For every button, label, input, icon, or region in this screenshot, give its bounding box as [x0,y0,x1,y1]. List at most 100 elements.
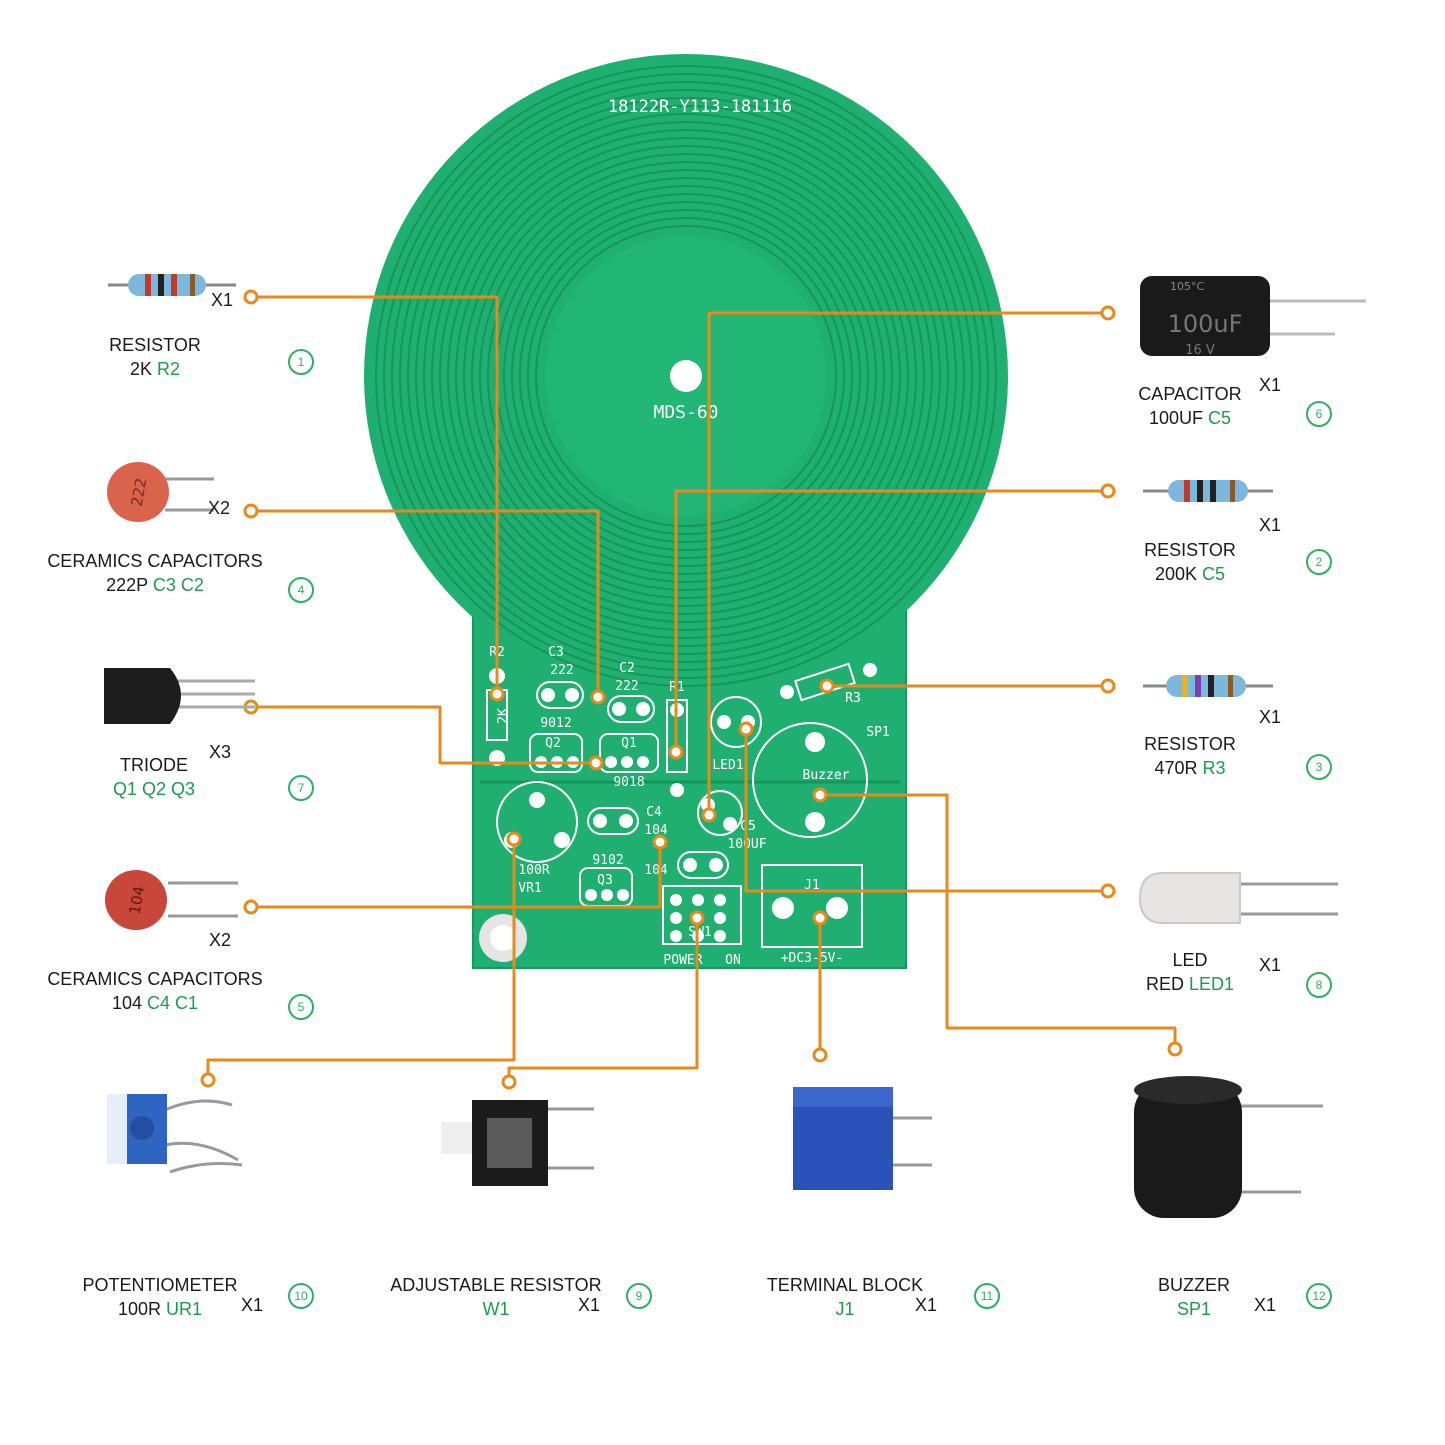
svg-text:C4: C4 [646,805,662,820]
coil-trace-ring [399,89,973,663]
qty-ceramic-222p: X2 [208,498,231,518]
leader-resistor-200k [674,489,1108,752]
svg-text:16 V: 16 V [1185,343,1215,358]
coil-trace-ring [479,169,893,583]
index-badge-11: 11 [974,1283,1000,1309]
part-label-potentiometer: POTENTIOMETER 100R UR1 [82,1275,238,1319]
svg-text:222: 222 [550,663,573,678]
qty-terminal-block: X1 [915,1295,938,1315]
svg-text:9102: 9102 [592,853,623,868]
pcb-board: 18122R-Y113-181116 MDS-60 [364,54,1008,969]
coil-trace-ring [487,177,885,575]
part-label-triode: TRIODE Q1 Q2 Q3 [112,755,196,799]
triode-icon [104,668,255,724]
qty-resistor-2k: X1 [211,290,234,310]
leader-capacitor-100uf [707,311,1108,815]
coil-trace-ring [439,129,933,623]
resistor-470r-icon [1143,675,1273,697]
leader-triode [251,705,596,765]
coil-trace-ring [535,225,837,527]
qty-led-red: X1 [1259,955,1282,975]
resistor-200k-icon [1143,480,1273,502]
svg-text:Q1: Q1 [621,736,637,751]
svg-text:POWER: POWER [663,953,702,968]
board-header-text: 18122R-Y113-181116 [608,97,792,117]
svg-text:104: 104 [126,885,149,916]
svg-text:100R: 100R [518,863,549,878]
index-badge-8: 8 [1306,972,1332,998]
svg-text:C3: C3 [548,645,564,660]
part-label-resistor-470r: RESISTOR 470R R3 [1144,734,1236,778]
svg-text:9012: 9012 [540,716,571,731]
index-badge-5: 5 [288,994,314,1020]
mount-hole-ring [479,914,527,962]
coil-trace-ring [431,121,941,631]
qty-buzzer: X1 [1254,1295,1277,1315]
coil-trace-ring [463,153,909,599]
leader-lines [206,295,1177,1082]
coil-trace-ring [423,113,949,639]
index-badge-4: 4 [288,577,314,603]
part-label-ceramic-222p: CERAMICS CAPACITORS 222P C3 C2 [47,551,263,595]
coil-trace-ring [455,145,917,607]
svg-text:Q3: Q3 [597,873,613,888]
potentiometer-icon [107,1094,243,1174]
qty-triode: X3 [209,742,232,762]
svg-text:VR1: VR1 [518,881,541,896]
svg-text:105°C: 105°C [1170,280,1204,293]
led-red-icon [1138,872,1338,924]
svg-text:R3: R3 [845,691,861,706]
coil-trace-ring [391,81,981,671]
qty-potentiometer: X1 [241,1295,264,1315]
coil-trace-ring [519,209,853,543]
svg-text:104: 104 [644,823,668,838]
coil-trace-ring [511,201,861,551]
coil-trace-ring [383,73,989,679]
svg-text:LED1: LED1 [712,758,743,773]
resistor-2k-icon [108,274,236,296]
svg-text:+DC3-5V-: +DC3-5V- [781,951,844,966]
leader-ceramic-222p [251,509,600,697]
part-label-buzzer: BUZZER SP1 [1158,1275,1230,1319]
coil-trace-ring [527,217,845,535]
svg-text:222: 222 [615,679,638,694]
part-label-ceramic-104: CERAMICS CAPACITORS 104 C4 C1 [47,969,263,1013]
leader-ceramic-104 [251,842,662,909]
leader-potentiometer [206,839,516,1080]
qty-resistor-200k: X1 [1259,515,1282,535]
coil-trace-ring [503,193,869,559]
svg-text:2K: 2K [496,708,511,724]
index-badge-2: 2 [1306,549,1332,575]
svg-text:SW1: SW1 [688,925,711,940]
svg-text:Buzzer: Buzzer [803,768,850,783]
svg-text:9018: 9018 [613,775,644,790]
coil-trace-ring [471,161,901,591]
leader-led-red [744,729,1108,893]
leader-buzzer [820,793,1177,1049]
svg-text:J1: J1 [804,878,820,893]
switch-icon [441,1100,594,1186]
svg-text:C5: C5 [740,819,756,834]
qty-resistor-470r: X1 [1259,707,1282,727]
svg-text:C2: C2 [619,661,635,676]
coil-trace-ring [375,65,997,687]
index-badge-9: 9 [626,1283,652,1309]
coil-trace-ring [407,97,965,655]
qty-ceramic-104: X2 [209,930,232,950]
qty-adjustable-resistor: X1 [578,1295,601,1315]
buzzer-icon [1134,1076,1323,1218]
part-label-adjustable-resistor: ADJUSTABLE RESISTOR W1 [390,1275,602,1319]
index-badge-12: 12 [1306,1283,1332,1309]
svg-text:ON: ON [725,953,741,968]
search-coil-traces [375,65,997,687]
mounting-hole [670,360,702,392]
ceramic-222-icon: 222 [107,462,214,522]
leader-resistor-2k [251,295,499,694]
board-model-text: MDS-60 [653,402,718,423]
svg-text:Q2: Q2 [545,736,561,751]
coil-trace-ring [415,105,957,647]
svg-text:100uF: 100uF [1168,310,1243,338]
part-label-terminal-block: TERMINAL BLOCK J1 [766,1275,924,1319]
index-badge-1: 1 [288,349,314,375]
